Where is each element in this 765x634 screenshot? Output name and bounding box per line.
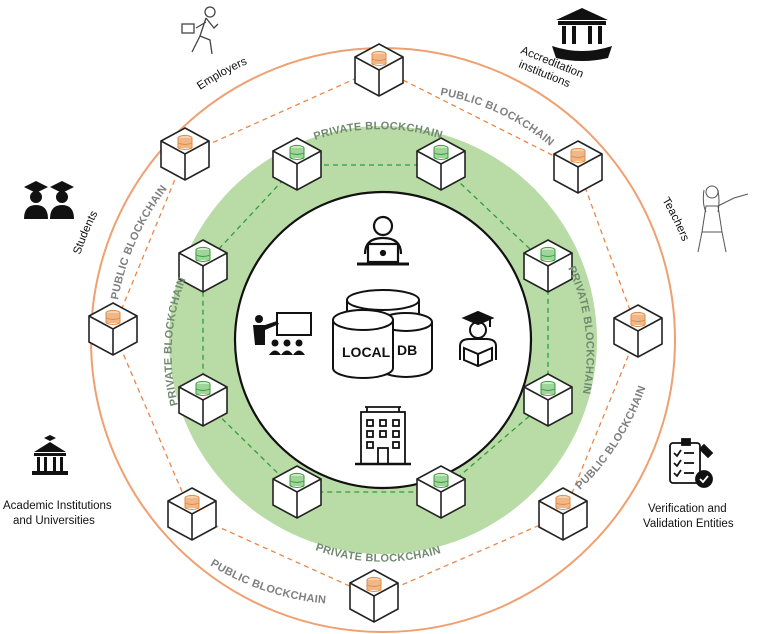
walking-businessman-icon [181,6,219,55]
academic-label-line2: and Universities [13,515,95,527]
graduates-icon [24,181,74,219]
public-node-top [354,43,404,97]
university-building-icon [32,435,68,475]
academic-label-line1: Academic Institutions [3,500,112,512]
local-db-label-db: DB [397,342,417,358]
office-building-icon [355,406,411,466]
public-blockchain-label-left: PUBLIC BLOCKCHAIN [109,183,170,301]
verification-label-line1: Verification and [648,503,727,515]
teacher-at-board-icon [697,185,749,253]
public-node-top-left [160,127,210,181]
public-node-bottom-right [538,487,588,541]
verification-label-line2: Validation Entities [643,518,734,530]
public-blockchain-label-bottom: PUBLIC BLOCKCHAIN [208,557,326,606]
graduate-reading-icon [459,310,497,368]
students-label: Students [71,209,100,256]
government-building-icon [552,8,612,61]
employers-label: Employers [195,56,249,93]
public-node-right [613,304,663,358]
private-network-links [202,164,549,493]
local-db-label-local: LOCAL [342,344,391,360]
public-node-left [88,302,138,356]
presentation-class-icon [253,312,312,355]
public-node-bottom [349,569,399,623]
public-node-bottom-left [167,487,217,541]
teachers-label: Teachers [659,195,691,243]
public-node-top-right [553,140,603,194]
person-at-laptop-icon [357,215,409,266]
checklist-stamp-icon [669,438,714,488]
database-cylinders-icon [332,289,433,379]
